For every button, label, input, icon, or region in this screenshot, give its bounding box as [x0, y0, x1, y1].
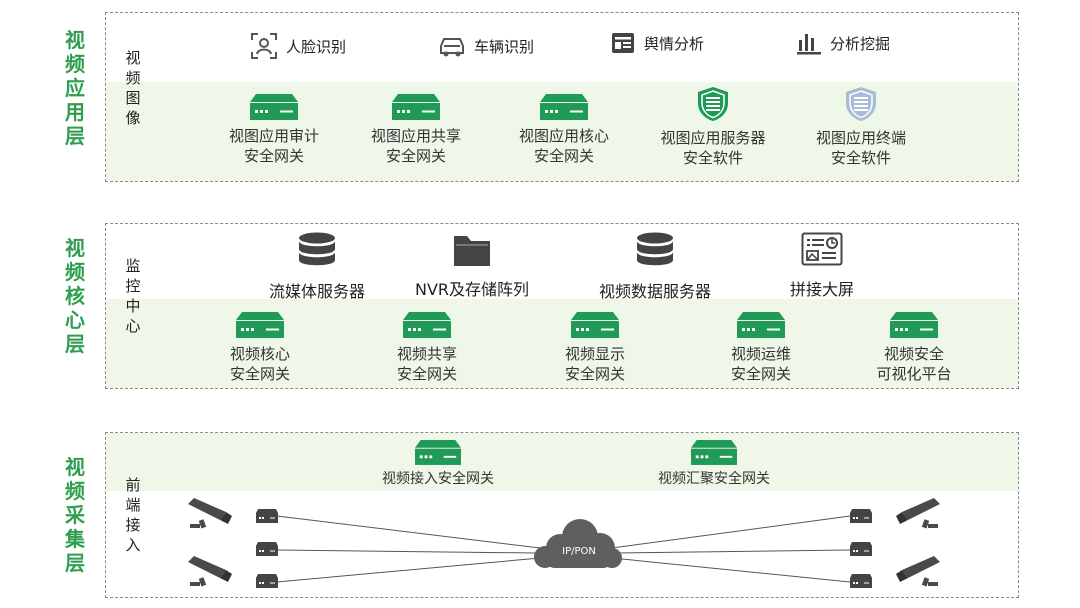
- layer-title-core: 视频核心层: [62, 236, 88, 356]
- device-label: 视频显示 安全网关: [564, 345, 625, 383]
- device-label: 视频汇聚安全网关: [658, 471, 770, 487]
- core-video-wall[interactable]: 拼接大屏: [774, 232, 870, 300]
- device-label: 视图应用核心 安全网关: [518, 127, 609, 165]
- device-label: 视图应用共享 安全网关: [370, 127, 461, 165]
- gateway-icon: [737, 312, 785, 338]
- shield-icon: [846, 87, 876, 121]
- face-recognition-icon: [251, 33, 277, 59]
- core-item-label: NVR及存储阵列: [414, 280, 530, 299]
- device-video-aggregation-gateway[interactable]: 视频汇聚安全网关: [646, 440, 782, 489]
- gateway-icon: [571, 312, 619, 338]
- database-icon: [637, 232, 673, 266]
- app-analysis-mining[interactable]: 分析挖掘: [796, 30, 890, 56]
- gateway-icon: [890, 312, 938, 338]
- device-app-audit-gateway[interactable]: 视图应用审计 安全网关: [214, 94, 334, 166]
- core-nvr-storage[interactable]: NVR及存储阵列: [404, 232, 540, 300]
- device-label: 视图应用终端 安全软件: [815, 129, 906, 167]
- dashboard-icon: [801, 232, 843, 266]
- bar-chart-icon: [797, 34, 821, 55]
- shield-icon: [698, 87, 728, 121]
- gateway-icon: [250, 94, 298, 120]
- collect-layer-band: [106, 433, 1018, 491]
- core-video-data-server[interactable]: 视频数据服务器: [588, 232, 722, 302]
- device-app-share-gateway[interactable]: 视图应用共享 安全网关: [356, 94, 476, 166]
- device-label: 视频核心 安全网关: [229, 345, 290, 383]
- app-sentiment-analysis[interactable]: 舆情分析: [610, 30, 704, 56]
- device-label: 视频安全 可视化平台: [876, 345, 952, 383]
- app-face-recognition[interactable]: 人脸识别: [250, 32, 346, 60]
- gateway-icon: [415, 440, 461, 465]
- device-video-display-gateway[interactable]: 视频显示 安全网关: [540, 312, 650, 384]
- device-video-core-gateway[interactable]: 视频核心 安全网关: [205, 312, 315, 384]
- app-label: 人脸识别: [286, 37, 347, 56]
- core-item-label: 流媒体服务器: [268, 282, 365, 301]
- app-layer-panel: [105, 12, 1019, 182]
- device-label: 视图应用审计 安全网关: [228, 127, 319, 165]
- core-sub-title: 监控中心: [125, 257, 141, 335]
- car-icon: [440, 38, 464, 57]
- device-label: 视图应用服务器 安全软件: [660, 129, 766, 167]
- gateway-icon: [691, 440, 737, 465]
- device-video-share-gateway[interactable]: 视频共享 安全网关: [372, 312, 482, 384]
- gateway-icon: [392, 94, 440, 120]
- device-label: 视频共享 安全网关: [396, 345, 457, 383]
- gateway-icon: [236, 312, 284, 338]
- layer-title-collect: 视频采集层: [62, 455, 88, 575]
- news-icon: [612, 33, 634, 53]
- core-item-label: 视频数据服务器: [598, 282, 711, 301]
- core-streaming-server[interactable]: 流媒体服务器: [254, 232, 380, 302]
- collect-sub-title: 前端接入: [125, 476, 141, 554]
- app-sub-title: 视频图像: [125, 49, 141, 127]
- gateway-icon: [403, 312, 451, 338]
- app-label: 车辆识别: [474, 37, 535, 56]
- device-video-ops-gateway[interactable]: 视频运维 安全网关: [706, 312, 816, 384]
- device-label: 视频接入安全网关: [382, 471, 494, 487]
- app-label: 分析挖掘: [830, 34, 891, 53]
- device-app-terminal-software[interactable]: 视图应用终端 安全软件: [796, 86, 926, 168]
- gateway-icon: [540, 94, 588, 120]
- cloud-label: IP/PON: [562, 546, 596, 557]
- database-icon: [299, 232, 335, 266]
- device-label: 视频运维 安全网关: [730, 345, 791, 383]
- app-label: 舆情分析: [644, 34, 705, 53]
- device-app-server-software[interactable]: 视图应用服务器 安全软件: [648, 86, 778, 168]
- device-video-visual-platform[interactable]: 视频安全 可视化平台: [858, 312, 970, 384]
- layer-title-app-text: 视频应用层: [65, 28, 85, 148]
- collect-layer-panel: [105, 432, 1019, 598]
- folder-icon: [454, 236, 490, 266]
- device-video-access-gateway[interactable]: 视频接入安全网关: [370, 440, 506, 489]
- core-layer-panel: [105, 223, 1019, 389]
- layer-title-core-text: 视频核心层: [65, 236, 85, 356]
- layer-title-collect-text: 视频采集层: [65, 455, 85, 575]
- app-vehicle-recognition[interactable]: 车辆识别: [438, 32, 534, 60]
- core-item-label: 拼接大屏: [789, 280, 854, 299]
- device-app-core-gateway[interactable]: 视图应用核心 安全网关: [504, 94, 624, 166]
- layer-title-app: 视频应用层: [62, 28, 88, 148]
